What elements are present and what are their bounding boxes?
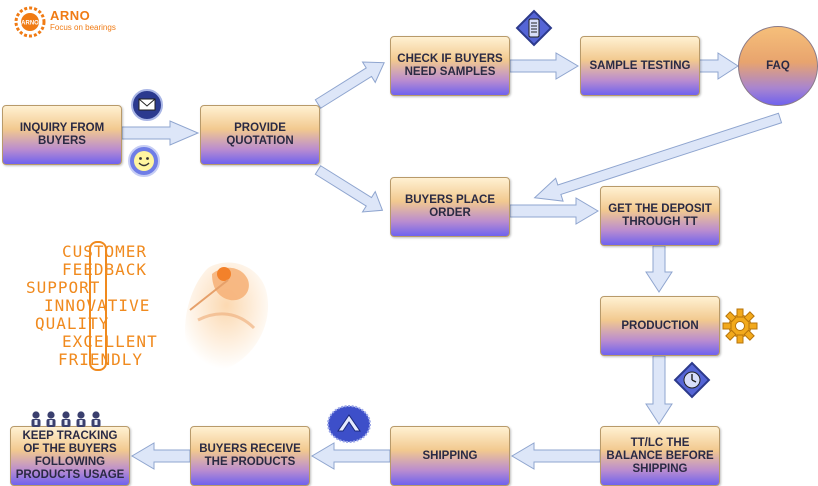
step-receive-label: BUYERS RECEIVE THE PRODUCTS bbox=[199, 443, 301, 468]
hand-pen-icon bbox=[184, 262, 269, 370]
arrow-shipping-to-receive bbox=[311, 442, 391, 470]
svg-text:ARNO: ARNO bbox=[21, 21, 39, 27]
step-production-label: PRODUCTION bbox=[621, 319, 699, 332]
arrow-quotation-to-order bbox=[314, 165, 384, 213]
step-faq: FAQ bbox=[738, 26, 818, 106]
step-check-samples: CHECK IF BUYERS NEED SAMPLES bbox=[390, 36, 510, 96]
arrow-faq-to-order bbox=[533, 112, 783, 202]
step-shipping: SHIPPING bbox=[390, 426, 510, 486]
logo-name: ARNO bbox=[50, 8, 91, 23]
smiley-icon bbox=[128, 145, 160, 177]
step-inquiry: INQUIRY FROM BUYERS bbox=[2, 105, 122, 165]
arrow-inquiry-to-quotation bbox=[121, 120, 200, 146]
up-arrow-badge-icon bbox=[327, 405, 371, 443]
step-place-order: BUYERS PLACE ORDER bbox=[390, 177, 510, 237]
wordart-friendly: FRIENDLY bbox=[58, 350, 144, 369]
wordart-customer: CUSTOMER bbox=[62, 242, 148, 261]
step-production: PRODUCTION bbox=[600, 296, 720, 356]
arrow-quotation-to-check bbox=[314, 61, 385, 109]
step-deposit-label: GET THE DEPOSIT THROUGH TT bbox=[608, 203, 712, 228]
arrow-balance-to-shipping bbox=[511, 442, 601, 470]
step-quotation: PROVIDE QUOTATION bbox=[200, 105, 320, 165]
arrow-production-to-balance bbox=[645, 355, 673, 425]
step-sample-testing: SAMPLE TESTING bbox=[580, 36, 700, 96]
arrow-receive-to-tracking bbox=[131, 442, 191, 470]
arrow-deposit-to-production bbox=[645, 245, 673, 293]
step-check-samples-label: CHECK IF BUYERS NEED SAMPLES bbox=[397, 53, 503, 78]
step-tracking: KEEP TRACKING OF THE BUYERS FOLLOWING PR… bbox=[10, 426, 130, 486]
step-shipping-label: SHIPPING bbox=[422, 449, 478, 462]
arno-logo: ARNO ARNO Focus on bearings bbox=[14, 6, 116, 38]
step-tracking-label: KEEP TRACKING OF THE BUYERS FOLLOWING PR… bbox=[15, 430, 125, 481]
arrow-order-to-deposit bbox=[509, 197, 599, 225]
wordart-excellent: EXCELLENT bbox=[62, 332, 158, 351]
step-deposit: GET THE DEPOSIT THROUGH TT bbox=[600, 186, 720, 246]
wordart-support: SUPPORT bbox=[26, 278, 101, 297]
wordart-feedback: FEEDBACK bbox=[62, 260, 148, 279]
step-balance: TT/LC THE BALANCE BEFORE SHIPPING bbox=[600, 426, 720, 486]
step-inquiry-label: INQUIRY FROM BUYERS bbox=[19, 122, 105, 147]
logo-tagline: Focus on bearings bbox=[50, 23, 116, 32]
step-faq-label: FAQ bbox=[766, 60, 790, 72]
email-icon bbox=[131, 89, 163, 121]
step-quotation-label: PROVIDE QUOTATION bbox=[226, 122, 294, 147]
step-place-order-label: BUYERS PLACE ORDER bbox=[404, 194, 496, 219]
step-sample-testing-label: SAMPLE TESTING bbox=[589, 59, 691, 72]
step-balance-label: TT/LC THE BALANCE BEFORE SHIPPING bbox=[606, 436, 714, 475]
clock-icon bbox=[673, 361, 711, 399]
team-icon bbox=[31, 411, 101, 427]
bearing-logo-icon: ARNO bbox=[14, 6, 46, 38]
gear-icon bbox=[722, 308, 758, 344]
wordart-innovative: INNOVATIVE bbox=[44, 296, 151, 315]
step-receive: BUYERS RECEIVE THE PRODUCTS bbox=[190, 426, 310, 486]
phone-icon bbox=[515, 9, 553, 47]
service-highlight bbox=[89, 241, 107, 371]
arrow-check-to-testing bbox=[509, 52, 579, 80]
